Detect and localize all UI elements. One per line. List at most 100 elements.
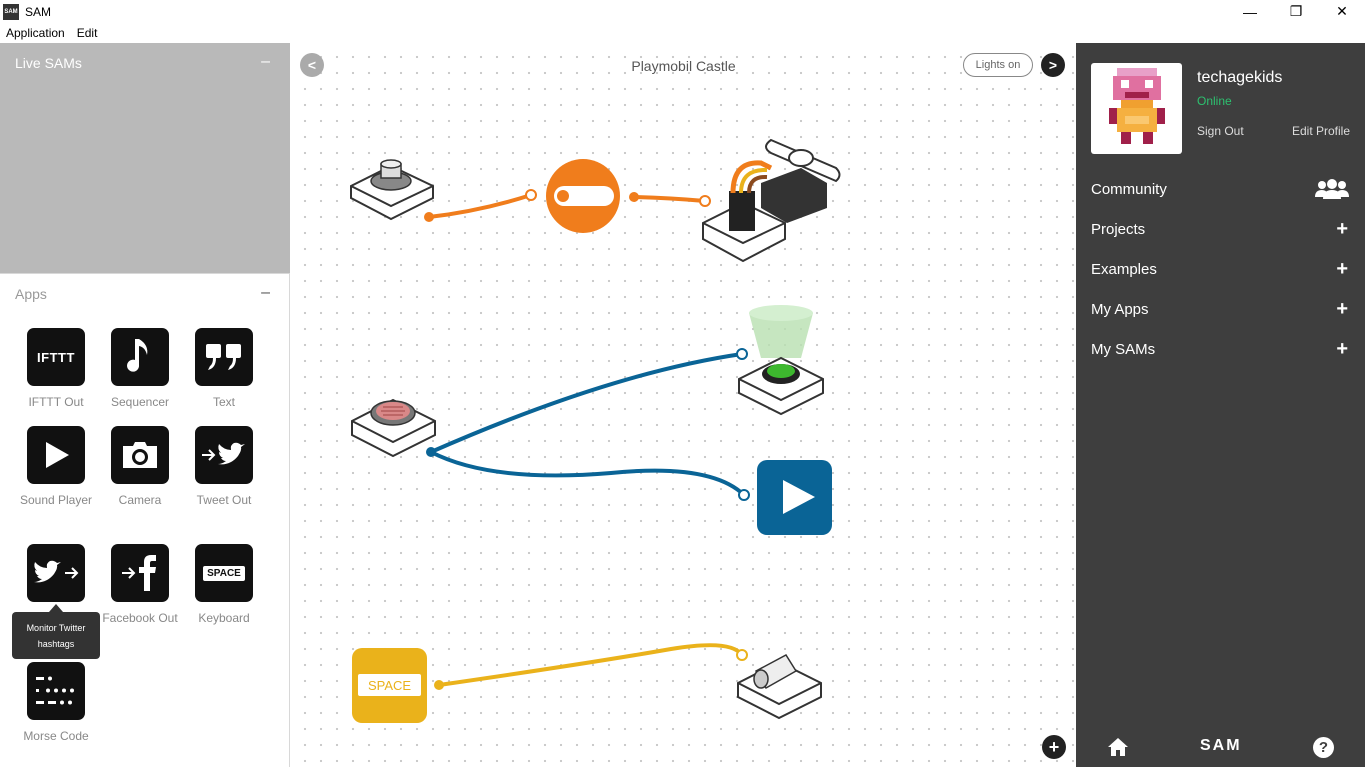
wire-endpoint[interactable] <box>426 447 436 457</box>
camera-icon <box>111 426 169 484</box>
app-facebook-out[interactable]: Facebook Out <box>100 544 180 628</box>
app-logo-icon: SAM <box>3 3 19 20</box>
add-block-button[interactable]: + <box>1042 735 1066 759</box>
right-panel: techagekids Online Sign Out Edit Profile… <box>1076 43 1365 767</box>
keyboard-icon: SPACE <box>195 544 253 602</box>
app-label: Sequencer <box>110 395 170 409</box>
minimize-button[interactable]: — <box>1243 3 1257 20</box>
sam-button-block[interactable] <box>350 159 434 221</box>
title-bar: SAM SAM — ❐ ✕ <box>0 0 1365 23</box>
wire-button-to-toggle[interactable] <box>428 193 532 219</box>
apps-title: Apps <box>15 286 47 302</box>
nav-label: Examples <box>1091 260 1157 278</box>
username: techagekids <box>1197 69 1283 86</box>
wire-light-sensor-to-led[interactable] <box>430 352 743 454</box>
menu-bar: Application Edit <box>0 23 1365 43</box>
live-sams-panel: Live SAMs – <box>0 43 290 273</box>
close-button[interactable]: ✕ <box>1336 3 1348 19</box>
wire-endpoint[interactable] <box>424 212 434 222</box>
keyboard-block[interactable]: SPACE <box>352 648 427 723</box>
menu-edit[interactable]: Edit <box>76 26 98 40</box>
facebook-out-icon <box>111 544 169 602</box>
nav-my-sams[interactable]: My SAMs + <box>1091 337 1350 361</box>
toggle-logic-block[interactable] <box>546 159 620 233</box>
sign-out-link[interactable]: Sign Out <box>1197 124 1244 138</box>
app-label: Camera <box>118 493 162 507</box>
nav-my-apps[interactable]: My Apps + <box>1091 297 1350 321</box>
sam-light-sensor-block[interactable] <box>351 398 436 458</box>
expand-my-sams-button[interactable]: + <box>1336 337 1348 360</box>
avatar <box>1091 63 1182 154</box>
wire-endpoint[interactable] <box>434 680 444 690</box>
wire-endpoint[interactable] <box>736 348 748 360</box>
prev-project-button[interactable]: < <box>300 53 324 77</box>
wire-toggle-to-servo[interactable] <box>633 195 706 203</box>
sound-player-block[interactable] <box>757 460 832 535</box>
twitter-in-icon <box>27 544 85 602</box>
project-title: Playmobil Castle <box>631 58 736 74</box>
app-label: Facebook Out <box>102 611 178 625</box>
add-project-button[interactable]: + <box>1336 217 1348 240</box>
live-sams-title: Live SAMs <box>15 55 82 71</box>
app-monitor-twitter[interactable] <box>16 544 96 608</box>
apps-panel: Apps – IFTTT IFTTT Out Sequencer Text <box>0 273 290 767</box>
menu-application[interactable]: Application <box>6 26 65 40</box>
sam-led-block[interactable] <box>738 305 824 416</box>
music-note-icon <box>111 328 169 386</box>
nav-projects[interactable]: Projects + <box>1091 217 1350 241</box>
expand-my-apps-button[interactable]: + <box>1336 297 1348 320</box>
ifttt-icon: IFTTT <box>27 328 85 386</box>
app-sound-player[interactable]: Sound Player <box>16 426 96 510</box>
app-sequencer[interactable]: Sequencer <box>100 328 180 412</box>
flow-diagram: SPACE <box>350 138 841 723</box>
nav-label: Projects <box>1091 220 1146 238</box>
left-panel: Live SAMs – Apps – IFTTT IFTTT Out Seque… <box>0 43 290 767</box>
app-tweet-out[interactable]: Tweet Out <box>184 426 264 510</box>
nav-community[interactable]: Community <box>1091 177 1350 201</box>
window-title: SAM <box>25 4 52 19</box>
expand-examples-button[interactable]: + <box>1336 257 1348 280</box>
edit-profile-link[interactable]: Edit Profile <box>1291 124 1350 138</box>
help-icon[interactable]: ? <box>1313 737 1334 758</box>
morse-icon <box>27 662 85 720</box>
tweet-out-icon <box>195 426 253 484</box>
home-icon[interactable] <box>1107 737 1129 757</box>
app-label: IFTTT Out <box>28 395 84 409</box>
app-morse-code[interactable]: Morse Code <box>16 662 96 746</box>
wire-light-sensor-to-player[interactable] <box>430 450 746 497</box>
app-camera[interactable]: Camera <box>100 426 180 510</box>
nav-label: My Apps <box>1091 300 1149 318</box>
quote-icon <box>195 328 253 386</box>
wire-keyboard-to-motor[interactable] <box>438 643 744 687</box>
wire-endpoint[interactable] <box>736 649 748 661</box>
right-footer: SAM ? <box>1076 727 1365 767</box>
keyboard-key-label: SPACE <box>203 565 245 581</box>
app-text[interactable]: Text <box>184 328 264 412</box>
app-label: Tweet Out <box>196 493 252 507</box>
project-canvas[interactable]: < Playmobil Castle Lights on > <box>291 43 1076 767</box>
wire-endpoint[interactable] <box>525 189 537 201</box>
nav-label: Community <box>1091 180 1167 198</box>
nav-label: My SAMs <box>1091 340 1156 358</box>
community-icon <box>1315 179 1349 199</box>
nav-examples[interactable]: Examples + <box>1091 257 1350 281</box>
online-status: Online <box>1197 94 1232 108</box>
lights-on-button[interactable]: Lights on <box>963 53 1033 77</box>
next-project-button[interactable]: > <box>1041 53 1065 77</box>
wire-endpoint[interactable] <box>629 192 639 202</box>
window-controls: — ❐ ✕ <box>1227 0 1365 23</box>
wire-endpoint[interactable] <box>699 195 711 207</box>
wire-endpoint[interactable] <box>738 489 750 501</box>
restore-button[interactable]: ❐ <box>1289 3 1303 19</box>
app-tooltip: Monitor Twitter hashtags <box>12 604 100 659</box>
app-ifttt-out[interactable]: IFTTT IFTTT Out <box>16 328 96 412</box>
pixel-avatar-icon <box>1109 68 1165 144</box>
sam-motor-block[interactable] <box>737 654 822 720</box>
app-label: Morse Code <box>23 729 89 743</box>
apps-collapse-button[interactable]: – <box>261 284 270 301</box>
app-keyboard[interactable]: SPACE Keyboard <box>184 544 264 628</box>
sam-servo-block[interactable] <box>702 138 841 263</box>
live-sams-collapse-button[interactable]: – <box>261 53 270 70</box>
keyboard-block-key: SPACE <box>368 678 411 693</box>
app-label: Text <box>212 395 235 409</box>
